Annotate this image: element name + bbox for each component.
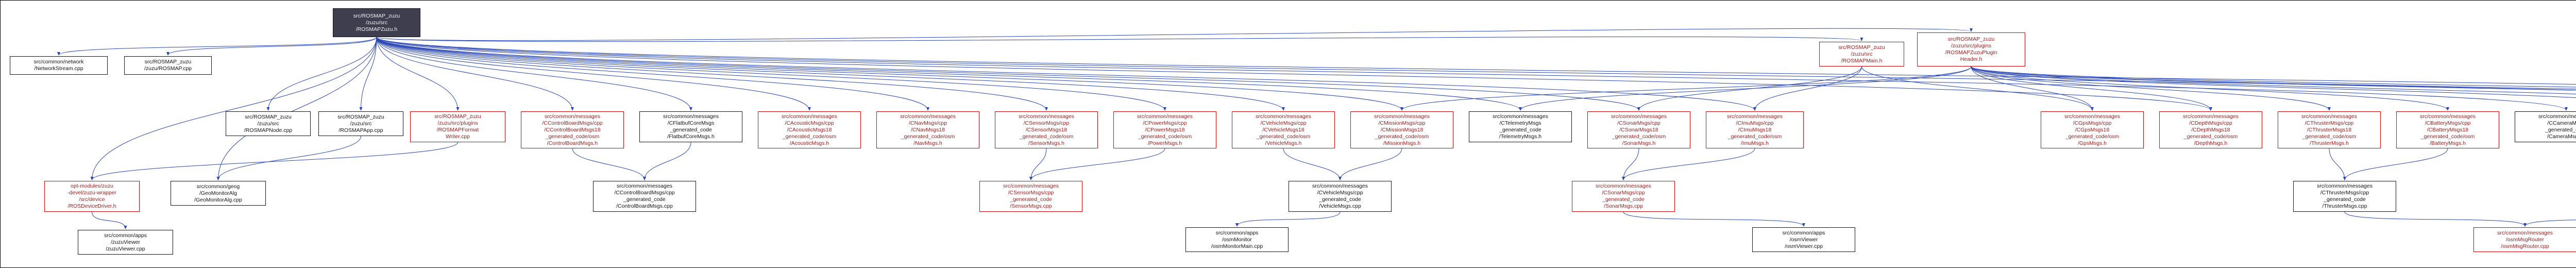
graph-node-r3_11[interactable]: src/common/messages /CImuMsgs/cpp /CImuM… bbox=[1706, 111, 1804, 148]
graph-edge-r4_5-r5_3 bbox=[2344, 211, 2527, 227]
graph-node-r4_2[interactable]: src/common/messages /CSensorMsgs/cpp _ge… bbox=[979, 181, 1082, 212]
graph-edge-n2-r3_9 bbox=[1519, 66, 1972, 111]
graph-node-r3_13[interactable]: src/common/messages /CDepthMsgs/cpp /CDe… bbox=[2159, 111, 2262, 148]
graph-edge-m-r3_6 bbox=[376, 37, 1166, 111]
graph-edge-m-r3_16 bbox=[376, 37, 2568, 111]
graph-node-r3_10[interactable]: src/common/messages /CSonarMsgs/cpp /CSo… bbox=[1587, 111, 1690, 148]
graph-edge-bl1-bl3 bbox=[92, 211, 127, 229]
graph-edge-n2-r3_18 bbox=[1971, 66, 2576, 94]
graph-node-bl2[interactable]: src/common/geog /GeoMonitorAlg /GeoMonit… bbox=[171, 181, 266, 206]
graph-node-l2[interactable]: src/ROSMAP_zuzu /zuzu/ROSMAP.cpp bbox=[124, 56, 212, 75]
graph-node-l1[interactable]: src/common/network /NetworkStream.cpp bbox=[10, 56, 108, 75]
graph-node-r3_16[interactable]: src/common/messages /CCameraMsgs _genera… bbox=[2515, 111, 2576, 142]
graph-node-r5_1[interactable]: src/common/apps /osmMonitor /osmMonitorM… bbox=[1185, 227, 1289, 252]
graph-edge-m-r3_2 bbox=[376, 37, 692, 111]
graph-node-r3_1[interactable]: src/common/messages /CControlBoardMsgs/c… bbox=[521, 111, 624, 148]
graph-edge-n2-r3_17 bbox=[1971, 66, 2576, 98]
graph-edge-m-n1 bbox=[376, 36, 1863, 42]
graph-edge-n2-r3_20 bbox=[1971, 66, 2576, 91]
graph-edge-m-l5 bbox=[376, 37, 460, 111]
graph-edge-m-l1 bbox=[57, 37, 377, 56]
graph-edge-m-n2 bbox=[376, 28, 1973, 41]
graph-edge-r3_6-r4_2 bbox=[1029, 148, 1165, 180]
graph-edge-n1-r3_12 bbox=[1861, 66, 2094, 111]
graph-edge-m-l4 bbox=[359, 37, 377, 111]
graph-edge-n2-r3_14 bbox=[1971, 66, 2331, 111]
graph-edge-r3_7-r4_3 bbox=[1283, 148, 1342, 180]
graph-edge-l5-bl1 bbox=[90, 142, 458, 180]
graph-node-m[interactable]: src/ROSMAP_zuzu /zuzu/src /ROSMAPZuzu.h bbox=[333, 8, 420, 37]
graph-edge-m-bl1 bbox=[90, 37, 377, 180]
graph-node-r3_9[interactable]: src/common/messages /CTelemetryMsgs _gen… bbox=[1469, 111, 1572, 142]
graph-edge-n2-r3_8 bbox=[1400, 66, 1972, 111]
graph-node-r3_15[interactable]: src/common/messages /CBatteryMsgs/cpp /C… bbox=[2396, 111, 2499, 148]
graph-node-r3_5[interactable]: src/common/messages /CSensorMsgs/cpp /CS… bbox=[995, 111, 1098, 148]
graph-edge-m-l2 bbox=[166, 37, 377, 56]
graph-edge-n2-r3_15 bbox=[1971, 66, 2449, 111]
graph-edge-m-bl2 bbox=[216, 37, 377, 180]
graph-node-l4[interactable]: src/ROSMAP_zuzu /zuzu/src /ROSMAPApp.cpp bbox=[318, 111, 403, 136]
graph-node-n1[interactable]: src/ROSMAP_zuzu /zuzu/src /ROSMAPMain.h bbox=[1819, 42, 1904, 66]
graph-edge-r3_11-r4_4 bbox=[1622, 148, 1755, 180]
graph-edge-m-r3_4 bbox=[376, 37, 929, 111]
graph-edge-m-r3_5 bbox=[376, 37, 1048, 111]
graph-edge-m-r3_9 bbox=[376, 37, 1522, 111]
graph-edge-r3_15-r4_5 bbox=[2343, 148, 2448, 180]
graph-edge-n2-r3_21 bbox=[1971, 66, 2576, 90]
graph-edge-m-r3_19 bbox=[376, 37, 2576, 91]
graph-edge-m-r3_8 bbox=[376, 37, 1403, 111]
graph-edge-r4_4-r5_2 bbox=[1623, 211, 1805, 227]
graph-node-l5[interactable]: src/ROSMAP_zuzu /zuzu/src/plugins /ROSMA… bbox=[410, 111, 505, 142]
graph-edge-r3_1-r4_1 bbox=[572, 148, 646, 180]
graph-node-r3_2[interactable]: src/common/messages /CFlatbufCoreMsgs _g… bbox=[639, 111, 742, 142]
graph-node-r4_3[interactable]: src/common/messages /CVehicleMsgs/cpp _g… bbox=[1289, 181, 1392, 212]
graph-edge-r3_14-r4_5 bbox=[2329, 148, 2346, 180]
graph-edge-n2-r3_12 bbox=[1971, 66, 2094, 111]
graph-node-r3_6[interactable]: src/common/messages /CPowerMsgs/cpp /CPo… bbox=[1113, 111, 1216, 148]
graph-edge-r4_3-r5_1 bbox=[1235, 211, 1341, 227]
graph-edge-n2-r3_13 bbox=[1971, 66, 2212, 111]
graph-edge-l4-bl2 bbox=[216, 136, 361, 180]
graph-edge-m-l3 bbox=[266, 37, 377, 111]
graph-node-r3_8[interactable]: src/common/messages /CMissionMsgs/cpp /C… bbox=[1350, 111, 1453, 148]
graph-edge-m-r3_13 bbox=[376, 37, 2212, 111]
graph-node-r3_14[interactable]: src/common/messages /CThrusterMsgs/cpp /… bbox=[2278, 111, 2381, 148]
graph-node-r4_4[interactable]: src/common/messages /CSonarMsgs/cpp _gen… bbox=[1572, 181, 1675, 212]
graph-node-r4_5[interactable]: src/common/messages /CThrusterMsgs/cpp _… bbox=[2293, 181, 2396, 212]
graph-edge-m-r3_11 bbox=[376, 37, 1756, 111]
graph-node-bl3[interactable]: src/common/apps /zuzuViewer /zuzuViewer.… bbox=[78, 230, 173, 255]
graph-node-r5_2[interactable]: src/common/apps /osmViewer /osmViewer.cp… bbox=[1752, 227, 1855, 252]
graph-node-n2[interactable]: src/ROSMAP_zuzu /zuzu/src/plugins /ROSMA… bbox=[1917, 32, 2025, 66]
graph-edge-r3_10-r4_4 bbox=[1622, 148, 1639, 180]
graph-edge-r3_8-r4_3 bbox=[1338, 148, 1402, 180]
graph-node-r5_3[interactable]: src/common/messages /osmMsgRouter /osmMs… bbox=[2473, 227, 2576, 252]
graph-edge-m-r3_10 bbox=[376, 37, 1640, 111]
graph-edge-m-r3_1 bbox=[376, 37, 574, 111]
graph-node-l3[interactable]: src/ROSMAP_zuzu /zuzu/src /ROSMAPNode.cp… bbox=[226, 111, 311, 136]
graph-edge-n2-r3_23 bbox=[1971, 66, 2576, 88]
graph-node-bl1[interactable]: opt-modules/zuzu -devel/zuzu-wrapper /sr… bbox=[44, 181, 140, 212]
graph-edge-n1-r3_11 bbox=[1753, 66, 1862, 111]
graph-node-r3_12[interactable]: src/common/messages /CGpsMsgs/cpp /CGpsM… bbox=[2041, 111, 2144, 148]
graph-edge-m-r3_22 bbox=[376, 37, 2576, 85]
graph-node-r3_4[interactable]: src/common/messages /CNavMsgs/cpp /CNavM… bbox=[876, 111, 979, 148]
graph-edge-r4_6-r5_3 bbox=[2523, 220, 2576, 227]
graph-node-r4_1[interactable]: src/common/messages /CControlBoardMsgs/c… bbox=[593, 181, 696, 212]
graph-node-r3_7[interactable]: src/common/messages /CVehicleMsgs/cpp /C… bbox=[1232, 111, 1335, 148]
graph-node-r3_3[interactable]: src/common/messages /CAcousticMsgs/cpp /… bbox=[758, 111, 861, 148]
graph-edge-m-r3_3 bbox=[376, 37, 811, 111]
graph-edge-m-r3_7 bbox=[376, 37, 1285, 111]
graph-edge-r3_2-r4_1 bbox=[643, 142, 691, 180]
graph-edge-r3_5-r4_2 bbox=[1029, 148, 1047, 180]
